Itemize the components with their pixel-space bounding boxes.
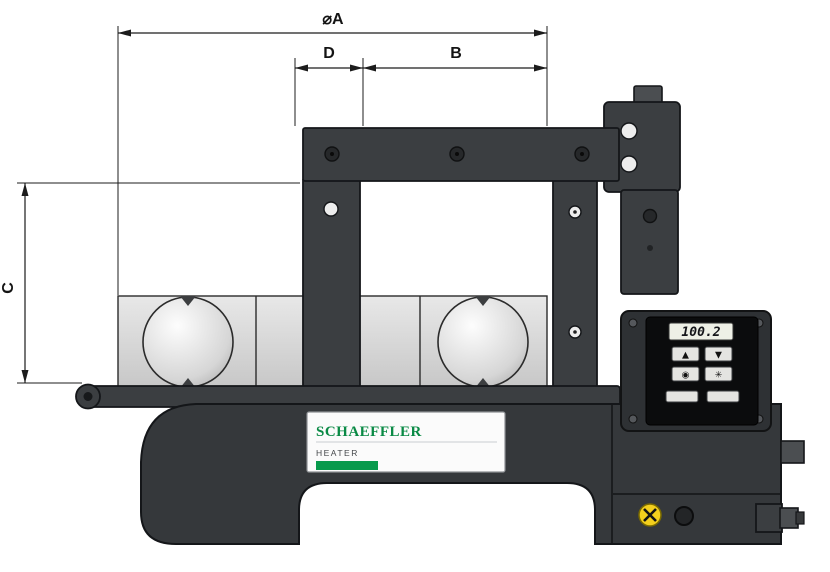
yoke-assembly — [302, 85, 681, 408]
display-value: 100.2 — [681, 325, 720, 340]
label-plate: SCHAEFFLER HEATER — [306, 411, 506, 473]
panel-screw — [628, 414, 638, 424]
base-housing: SCHAEFFLER HEATER — [140, 403, 805, 545]
power-button-icon — [674, 506, 694, 526]
dimension-a: ⌀A — [118, 11, 547, 37]
pivot-screw — [642, 208, 658, 224]
bearing-notch — [180, 296, 196, 306]
screw-dot — [573, 210, 577, 214]
down-button — [704, 346, 733, 362]
down-arrow-icon: ▼ — [715, 351, 722, 361]
side-connector — [780, 440, 805, 464]
probe-button — [671, 366, 700, 382]
mode-icon: ✳ — [715, 371, 723, 381]
screw-dot — [455, 152, 459, 156]
dimension-a-label: ⌀A — [322, 11, 344, 28]
soft-button-right — [706, 390, 740, 403]
up-arrow-icon: ▲ — [682, 351, 689, 361]
dimension-c-label: C — [0, 282, 17, 294]
temperature-display — [668, 322, 734, 341]
post-hole — [323, 201, 339, 217]
left-post — [302, 179, 361, 408]
dimension-d: D — [295, 45, 363, 72]
pivot-dot — [647, 245, 653, 251]
base-body — [140, 403, 782, 545]
mode-button — [704, 366, 733, 382]
pivot-hole-top — [620, 122, 638, 140]
dimension-d-label: D — [323, 45, 335, 62]
dimension-c: C — [0, 183, 29, 383]
brand-wordmark: SCHAEFFLER — [316, 424, 422, 440]
panel-screw — [628, 318, 638, 328]
cable-gland-nut — [779, 507, 799, 529]
cable-gland-base — [755, 503, 783, 533]
product-name: HEATER — [316, 448, 359, 458]
dimension-b-label: B — [450, 45, 462, 62]
green-bar — [316, 461, 378, 470]
soft-button-left — [665, 390, 699, 403]
probe-icon: ◉ — [682, 371, 690, 381]
dimension-annotations: ⌀A D B C — [0, 11, 548, 384]
screw-dot — [573, 330, 577, 334]
cable-gland-tip — [795, 511, 805, 525]
warning-glyph — [643, 508, 657, 522]
bearing-notch — [475, 296, 491, 306]
bearing-roller-left — [142, 296, 234, 388]
screw-dot — [580, 152, 584, 156]
control-panel: 100.2 ▲ ▼ ◉ ✳ — [620, 310, 772, 432]
indicator-area — [638, 503, 694, 527]
up-button — [671, 346, 700, 362]
dimension-b: B — [363, 45, 547, 72]
bearing-roller-right — [437, 296, 529, 388]
rail-pivot — [83, 392, 93, 401]
pivot-arm — [620, 189, 679, 295]
pivot-hole-bottom — [620, 155, 638, 173]
screw-dot — [330, 152, 334, 156]
